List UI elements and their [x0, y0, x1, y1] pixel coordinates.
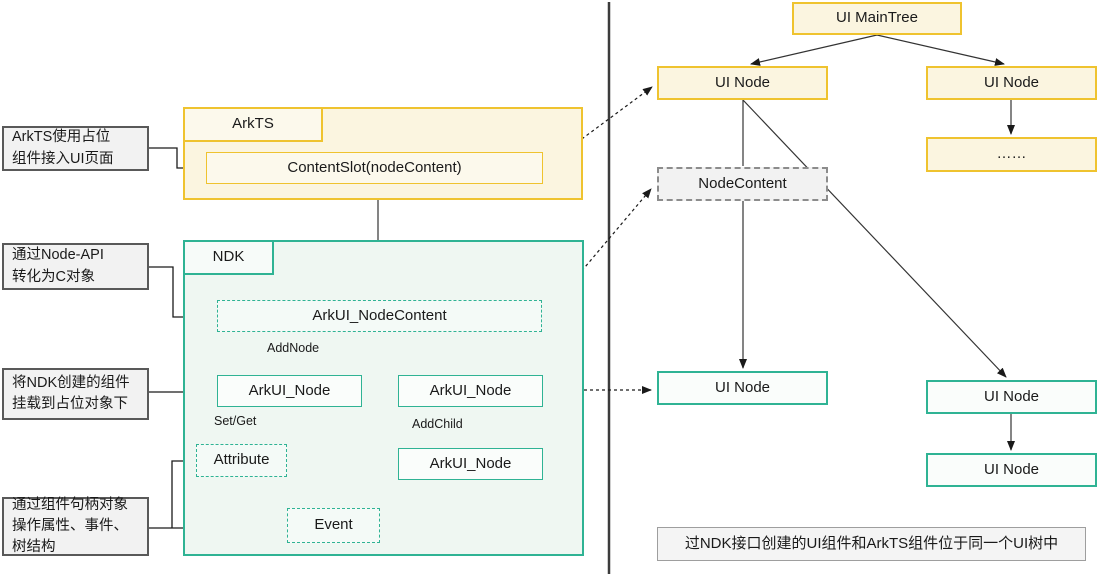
ui-node-green-left: UI Node	[657, 371, 828, 405]
arkts-panel-tab: ArkTS	[183, 107, 323, 142]
ui-node-yellow-right: UI Node	[926, 66, 1097, 100]
ui-node-yellow-left: UI Node	[657, 66, 828, 100]
arkui-node-child: ArkUI_Node	[398, 448, 543, 480]
ui-maintree-node: UI MainTree	[792, 2, 962, 35]
annotation-node-handle: 通过组件句柄对象 操作属性、事件、 树结构	[2, 497, 149, 556]
arkui-nodecontent-node: ArkUI_NodeContent	[217, 300, 542, 332]
annotation-node-api: 通过Node-API 转化为C对象	[2, 243, 149, 290]
arkui-node-left: ArkUI_Node	[217, 375, 362, 407]
ui-node-green-child: UI Node	[926, 453, 1097, 487]
edge-label-addnode: AddNode	[267, 341, 320, 355]
ndk-panel-tab: NDK	[183, 240, 274, 275]
annotation-mount-ndk-node: 将NDK创建的组件 挂载到占位对象下	[2, 368, 149, 420]
arkui-node-right: ArkUI_Node	[398, 375, 543, 407]
diagram-caption: 过NDK接口创建的UI组件和ArkTS组件位于同一个UI树中	[657, 527, 1086, 561]
edge-label-setget: Set/Get	[214, 414, 257, 428]
edge-label-addchild: AddChild	[412, 417, 463, 431]
ui-node-green-right: UI Node	[926, 380, 1097, 414]
annotation-contentslot-usage: ArkTS使用占位 组件接入UI页面	[2, 126, 149, 171]
ui-node-ellipsis: ……	[926, 137, 1097, 172]
attribute-node: Attribute	[196, 444, 287, 477]
event-node: Event	[287, 508, 380, 543]
nodecontent-node: NodeContent	[657, 167, 828, 201]
content-slot-node: ContentSlot(nodeContent)	[206, 152, 543, 184]
